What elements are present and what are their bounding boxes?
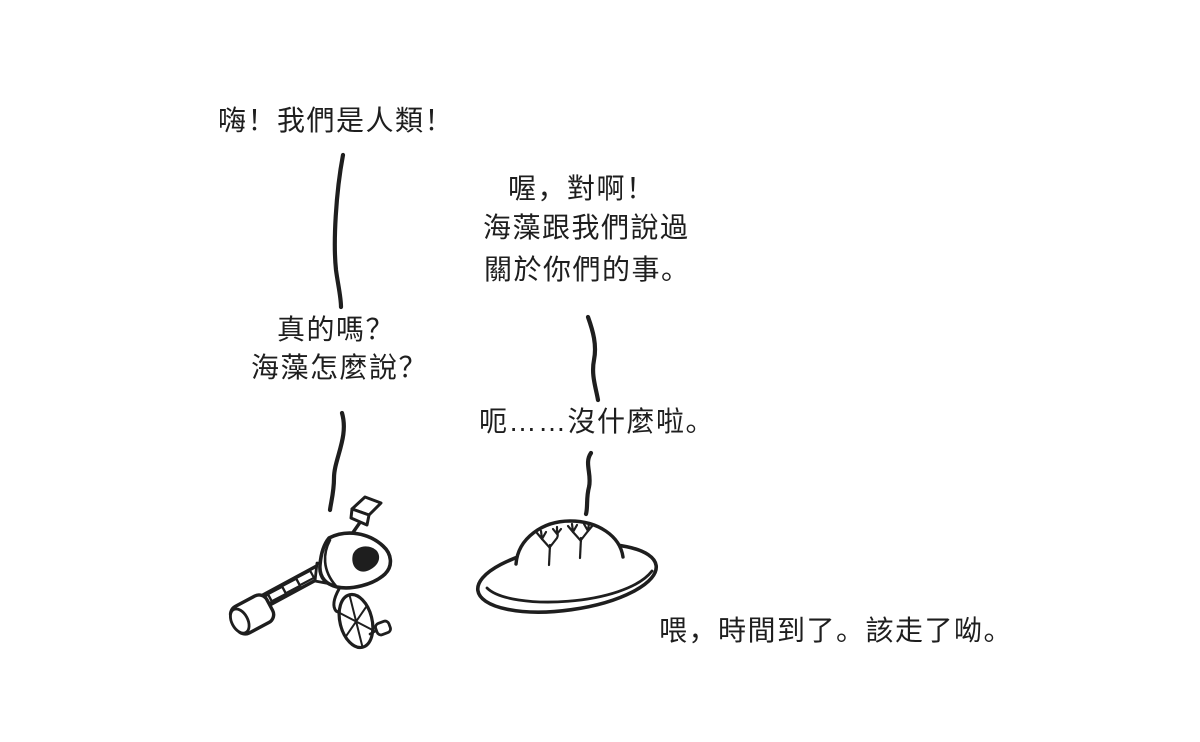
ufo-dome [514, 519, 625, 566]
probe-body-band-line [323, 538, 338, 588]
dialogue-alien-exit: 喂，時間到了。該走了呦。 [659, 615, 1014, 646]
dialogue-probe-greeting: 嗨！我們是人類！ [218, 105, 455, 136]
probe-dish-strut [332, 587, 348, 618]
dialogue-alien-reply-line1: 喔，對啊！ [508, 173, 656, 204]
probe-dish-antenna [337, 592, 375, 650]
probe-window-blob [352, 546, 380, 572]
dialogue-probe-question-line1: 真的嗎？ [277, 314, 396, 345]
dialogue-alien-reply-line2: 海藻跟我們說過 [483, 212, 690, 243]
dialogue-probe-question-line2: 海藻怎麼說？ [251, 352, 429, 383]
dialogue-alien-deflect: 呃……沒什麼啦。 [479, 406, 716, 437]
ufo-illustration [475, 519, 659, 614]
ufo-dome-fill [516, 521, 623, 564]
speech-connector-lines [327, 152, 601, 517]
connector-line-question-to-probe [327, 410, 346, 513]
connector-line-reply-to-deflect [585, 314, 601, 403]
space-probe-illustration [228, 495, 393, 650]
probe-antenna-box [349, 495, 383, 527]
alien-left [535, 525, 563, 567]
dialogue-alien-reply-line3: 關於你們的事。 [484, 254, 691, 285]
ufo-rim-line [485, 569, 654, 604]
alien-right [566, 521, 595, 560]
probe-knob [374, 619, 392, 637]
connector-line-deflect-to-ufo [583, 450, 594, 517]
probe-thruster-cylinder [228, 593, 276, 636]
connector-line-greeting-to-question [332, 152, 346, 310]
